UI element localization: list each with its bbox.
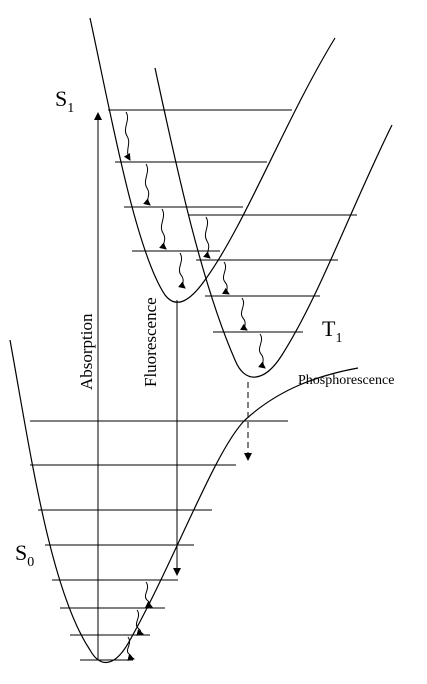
phosphorescence-label: Phosphorescence bbox=[298, 373, 394, 388]
s0-vibrational-levels bbox=[30, 420, 288, 661]
s1-vibrational-levels bbox=[108, 109, 292, 252]
t1-relaxation-arrows bbox=[203, 216, 266, 369]
absorption-label: Absorption bbox=[77, 313, 96, 390]
fluorescence-label: Fluorescence bbox=[141, 297, 160, 387]
t1-vibrational-levels bbox=[188, 214, 357, 333]
s1-relaxation-arrows bbox=[123, 111, 186, 289]
t1-potential-curve bbox=[154, 67, 393, 378]
s1-potential-curve bbox=[89, 17, 336, 303]
s1-label: S1 bbox=[55, 86, 74, 116]
s0-relaxation-arrows bbox=[126, 581, 153, 661]
s0-label: S0 bbox=[15, 540, 34, 570]
t1-label: T1 bbox=[322, 316, 342, 346]
s0-potential-curve bbox=[9, 339, 359, 664]
